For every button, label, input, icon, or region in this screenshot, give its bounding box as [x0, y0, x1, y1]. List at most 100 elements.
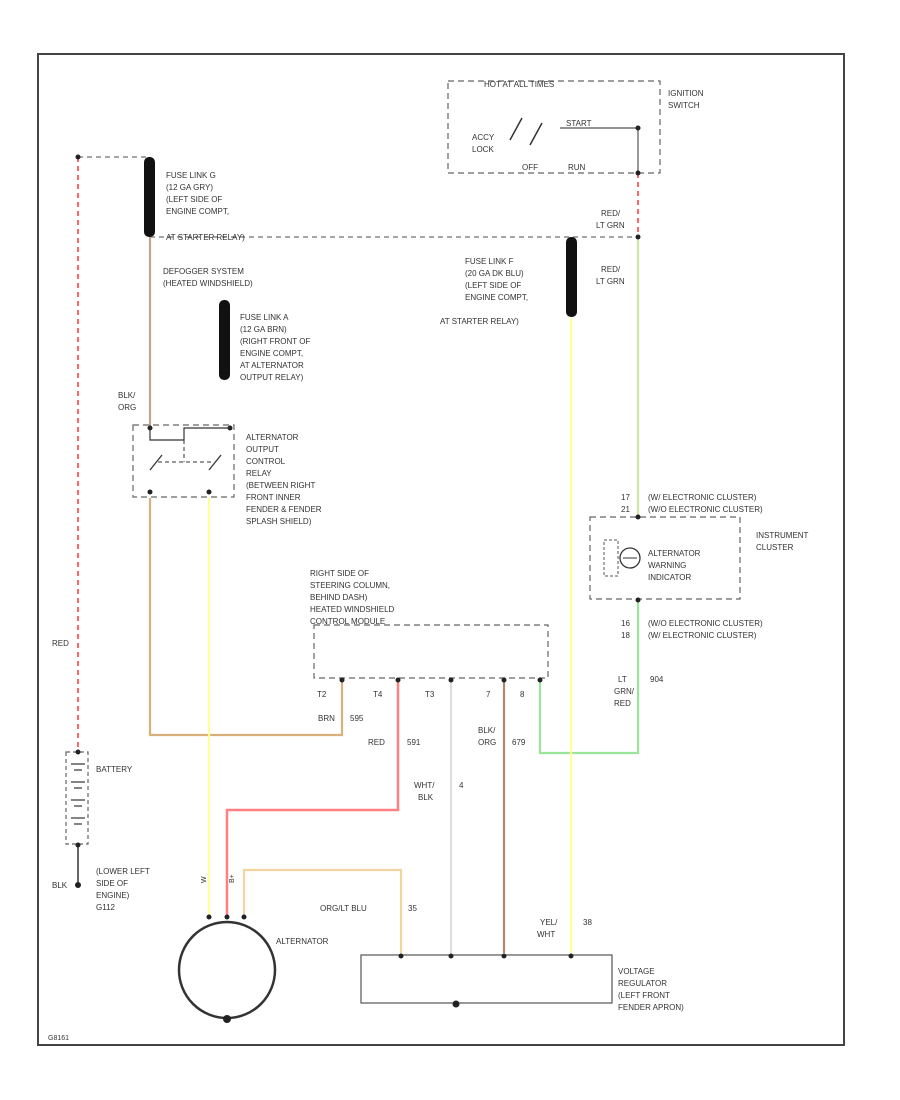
alternator-warning-bulb-housing: [603, 539, 619, 577]
cluster-terminal-bottom: [635, 597, 641, 603]
alternator-terminal-3: [241, 914, 247, 920]
alternator-pin-w: W: [201, 876, 208, 883]
module-pin-t4: T4: [373, 690, 383, 699]
ignition-hot-at-all-times: HOT AT ALL TIMES: [484, 80, 554, 89]
fuse-f-line-3: (LEFT SIDE OF: [465, 281, 521, 290]
relay-line-8: SPLASH SHIELD): [246, 517, 312, 526]
cluster-pin-21-text: (W/O ELECTRONIC CLUSTER): [648, 505, 763, 514]
fuse-link-g: [144, 157, 155, 237]
regulator-terminal-3: [501, 953, 507, 959]
wire-org-lt-blu: [242, 868, 403, 953]
cluster-terminal-top: [635, 514, 641, 520]
wire-label-lt-grn-red-a: LT: [618, 675, 627, 684]
defogger-line-2: (HEATED WINDSHIELD): [163, 279, 253, 288]
relay-switch-arm-2: [208, 454, 222, 471]
fuse-link-a: [219, 300, 230, 380]
ignition-lock-label: LOCK: [472, 145, 494, 154]
module-line-4: HEATED WINDSHIELD: [310, 605, 395, 614]
fuse-a-line-5: AT ALTERNATOR: [240, 361, 304, 370]
wire-label-4: 4: [459, 781, 464, 790]
cluster-pin-16: 16: [621, 619, 630, 628]
cluster-pin-17-text: (W/ ELECTRONIC CLUSTER): [648, 493, 757, 502]
module-line-2: STEERING COLUMN,: [310, 581, 390, 590]
ignition-terminal: [635, 125, 641, 131]
fuse-g-line-2: (12 GA GRY): [166, 183, 213, 192]
junction-dot-1: [75, 154, 81, 160]
wire-label-595: 595: [350, 714, 364, 723]
relay-line-3: CONTROL: [246, 457, 286, 466]
module-pin-7: 7: [486, 690, 491, 699]
module-pin-8: 8: [520, 690, 525, 699]
alternator-icon: [177, 920, 277, 1020]
wire-lt-grn-red: [538, 600, 640, 755]
module-line-5: CONTROL MODULE: [310, 617, 385, 626]
wire-label-blk-org-1a: BLK/: [118, 391, 136, 400]
wires: [77, 156, 640, 953]
fuse-f-line-5: AT STARTER RELAY): [440, 317, 519, 326]
relay-terminal-4: [206, 489, 212, 495]
regulator-terminal-1: [398, 953, 404, 959]
module-pin-t3: T3: [425, 690, 435, 699]
cluster-title-2: CLUSTER: [756, 543, 794, 552]
wire-label-blk-org-1b: ORG: [118, 403, 136, 412]
wire-label-red-lt-grn-2a: RED/: [601, 265, 621, 274]
ground-line-3: ENGINE): [96, 891, 130, 900]
ground-line-1: (LOWER LEFT: [96, 867, 150, 876]
ground-line-4: G112: [96, 903, 116, 912]
ignition-switch-title-1: IGNITION: [668, 89, 704, 98]
alternator-output-relay-box: [132, 424, 235, 498]
wire-label-red-lt-grn-1a: RED/: [601, 209, 621, 218]
ground-line-2: SIDE OF: [96, 879, 128, 888]
wire-label-lt-grn-red-c: RED: [614, 699, 631, 708]
cluster-pin-21: 21: [621, 505, 630, 514]
fuse-g-line-3: (LEFT SIDE OF: [166, 195, 222, 204]
ignition-accy-label: ACCY: [472, 133, 495, 142]
relay-line-6: FRONT INNER: [246, 493, 301, 502]
wire-label-lt-grn-red-b: GRN/: [614, 687, 635, 696]
relay-coil: [149, 427, 230, 441]
relay-line-5: (BETWEEN RIGHT: [246, 481, 315, 490]
module-terminal-t3: [448, 677, 454, 683]
wire-label-904: 904: [650, 675, 664, 684]
wire-label-yel-wht-b: WHT: [537, 930, 555, 939]
fuse-a-line-2: (12 GA BRN): [240, 325, 287, 334]
regulator-ground-terminal: [452, 1000, 460, 1008]
wire-label-591: 591: [407, 738, 421, 747]
regulator-line-4: FENDER APRON): [618, 1003, 684, 1012]
relay-line-7: FENDER & FENDER: [246, 505, 322, 514]
cluster-pin-18-text: (W/ ELECTRONIC CLUSTER): [648, 631, 757, 640]
fuse-a-line-6: OUTPUT RELAY): [240, 373, 304, 382]
wire-label-wht-blk-b: BLK: [418, 793, 434, 802]
relay-terminal-3: [147, 489, 153, 495]
module-label: RIGHT SIDE OF STEERING COLUMN, BEHIND DA…: [310, 569, 395, 626]
module-pin-t2: T2: [317, 690, 327, 699]
wire-label-red: RED: [368, 738, 385, 747]
regulator-line-1: VOLTAGE: [618, 967, 655, 976]
fuse-f-line-4: ENGINE COMPT,: [465, 293, 528, 302]
relay-switch-arm: [149, 454, 163, 471]
relay-line-2: OUTPUT: [246, 445, 279, 454]
wire-label-35: 35: [408, 904, 417, 913]
module-line-1: RIGHT SIDE OF: [310, 569, 369, 578]
fuse-g-line-4: ENGINE COMPT,: [166, 207, 229, 216]
battery-icon: [71, 763, 85, 825]
defogger-line-1: DEFOGGER SYSTEM: [163, 267, 244, 276]
indicator-line-2: WARNING: [648, 561, 686, 570]
wire-label-yel-wht-a: YEL/: [540, 918, 558, 927]
wire-label-38: 38: [583, 918, 592, 927]
wire-brn-relay-to-module: [148, 498, 344, 737]
fuse-link-f-label: FUSE LINK F (20 GA DK BLU) (LEFT SIDE OF…: [440, 257, 528, 326]
ignition-switch-title-2: SWITCH: [668, 101, 700, 110]
regulator-terminal-4: [568, 953, 574, 959]
battery-label: BATTERY: [96, 765, 133, 774]
module-line-3: BEHIND DASH): [310, 593, 368, 602]
relay-line-4: RELAY: [246, 469, 272, 478]
ignition-switch-box: [447, 80, 661, 174]
wire-label-blk: BLK: [52, 881, 68, 890]
diagram-frame: [37, 53, 845, 1046]
wire-label-red-lt-grn-1b: LT GRN: [596, 221, 625, 230]
wire-label-blk-org-2b: ORG: [478, 738, 496, 747]
ground-g112-icon: [75, 882, 81, 888]
fuse-link-a-label: FUSE LINK A (12 GA BRN) (RIGHT FRONT OF …: [240, 313, 310, 382]
module-terminal-t4: [395, 677, 401, 683]
